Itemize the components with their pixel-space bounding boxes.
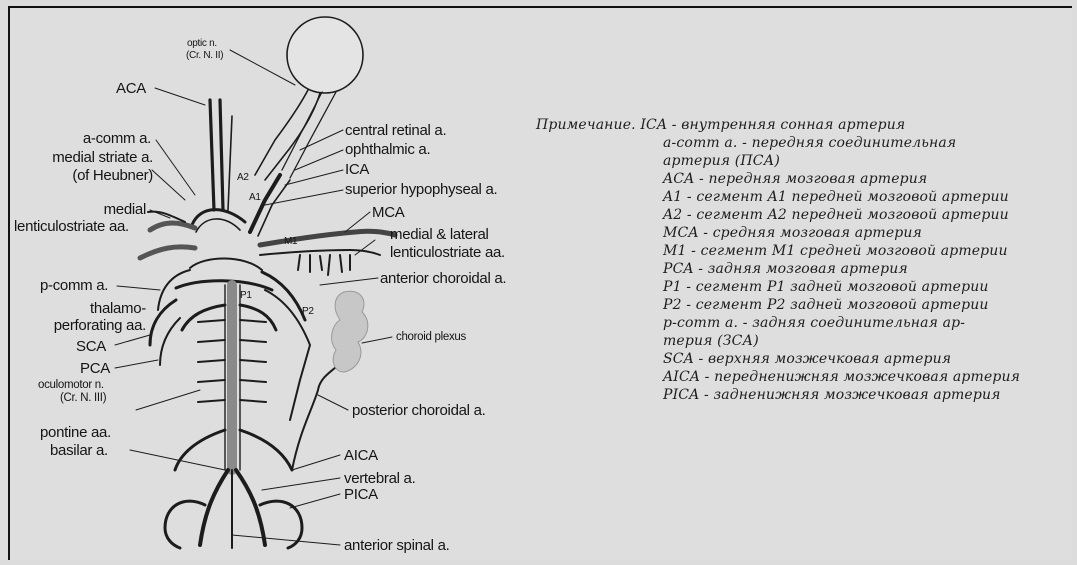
label-oculomotor: oculomotor n. bbox=[38, 379, 104, 392]
label-pontine: pontine aa. bbox=[40, 424, 111, 441]
label-optic-nerve: optic n. bbox=[187, 38, 217, 50]
legend-item: P2 - сегмент P2 задней мозговой артерии bbox=[536, 296, 1062, 314]
label-superior-hypophyseal: superior hypophyseal a. bbox=[345, 181, 497, 198]
label-a2: A2 bbox=[237, 172, 249, 184]
label-anterior-spinal: anterior spinal a. bbox=[344, 537, 450, 554]
label-ica: ICA bbox=[345, 161, 369, 178]
label-vertebral: vertebral a. bbox=[344, 470, 415, 487]
legend-item: AICA - передненижняя мозжечковая артерия bbox=[536, 368, 1062, 386]
label-lenticulostriate-left: lenticulostriate aa. bbox=[14, 218, 129, 235]
label-mca: MCA bbox=[372, 204, 404, 221]
label-posterior-choroidal: posterior choroidal a. bbox=[352, 402, 485, 419]
label-m1: M1 bbox=[284, 236, 297, 248]
eyeball bbox=[287, 17, 363, 93]
label-lenticulostriate-right: lenticulostriate aa. bbox=[390, 244, 505, 261]
label-oculomotor-cr: (Cr. N. III) bbox=[60, 392, 106, 405]
label-p1: P1 bbox=[240, 290, 252, 302]
label-medial: medial bbox=[40, 201, 146, 218]
label-perforating: perforating aa. bbox=[10, 317, 146, 334]
label-medial-striate: medial striate a. bbox=[10, 149, 153, 166]
label-a1: A1 bbox=[249, 192, 261, 204]
label-a-comm: a-comm a. bbox=[40, 130, 151, 147]
legend-item: PCA - задняя мозговая артерия bbox=[536, 260, 1062, 278]
label-p-comm: p-comm a. bbox=[40, 277, 108, 294]
label-pca: PCA bbox=[80, 360, 110, 377]
label-thalamo: thalamo- bbox=[10, 300, 146, 317]
legend-item: MCA - средняя мозговая артерия bbox=[536, 224, 1062, 242]
legend-row: Примечание. ICA - внутренняя сонная арте… bbox=[536, 116, 1062, 134]
label-basilar: basilar a. bbox=[50, 442, 108, 459]
label-pica: PICA bbox=[344, 486, 378, 503]
legend-item: a-comm a. - передняя соединительная bbox=[536, 134, 1062, 152]
label-medial-lateral: medial & lateral bbox=[390, 226, 489, 243]
label-aica: AICA bbox=[344, 447, 378, 464]
label-anterior-choroidal: anterior choroidal a. bbox=[380, 270, 506, 287]
label-p2: P2 bbox=[302, 306, 314, 318]
label-optic-nerve-cr: (Cr. N. II) bbox=[186, 50, 223, 62]
legend-item: p-comm a. - задняя соединительная ар- bbox=[536, 314, 1062, 332]
label-of-heubner: (of Heubner) bbox=[10, 167, 153, 184]
label-aca: ACA bbox=[116, 80, 146, 97]
legend-item: PICA - задненижняя мозжечковая артерия bbox=[536, 386, 1062, 404]
legend-item: терия (ЗСА) bbox=[536, 332, 1062, 350]
legend-item: ICA - внутренняя сонная артерия bbox=[640, 117, 905, 133]
legend-note: Примечание. ICA - внутренняя сонная арте… bbox=[536, 116, 1062, 404]
legend-item: A2 - сегмент A2 передней мозговой артери… bbox=[536, 206, 1062, 224]
legend-item: ACA - передняя мозговая артерия bbox=[536, 170, 1062, 188]
legend-title: Примечание. bbox=[536, 117, 636, 133]
legend-item: A1 - сегмент A1 передней мозговой артери… bbox=[536, 188, 1062, 206]
legend-item: артерия (ПСА) bbox=[536, 152, 1062, 170]
label-ophthalmic: ophthalmic a. bbox=[345, 141, 430, 158]
legend-item: P1 - сегмент P1 задней мозговой артерии bbox=[536, 278, 1062, 296]
legend-item: M1 - сегмент M1 средней мозговой артерии bbox=[536, 242, 1062, 260]
label-choroid-plexus: choroid plexus bbox=[396, 331, 466, 344]
label-central-retinal: central retinal a. bbox=[345, 122, 446, 139]
legend-item: SCA - верхняя мозжечковая артерия bbox=[536, 350, 1062, 368]
circle-of-willis-figure: optic n. (Cr. N. II) ACA a-comm a. media… bbox=[0, 0, 530, 565]
label-sca: SCA bbox=[76, 338, 106, 355]
